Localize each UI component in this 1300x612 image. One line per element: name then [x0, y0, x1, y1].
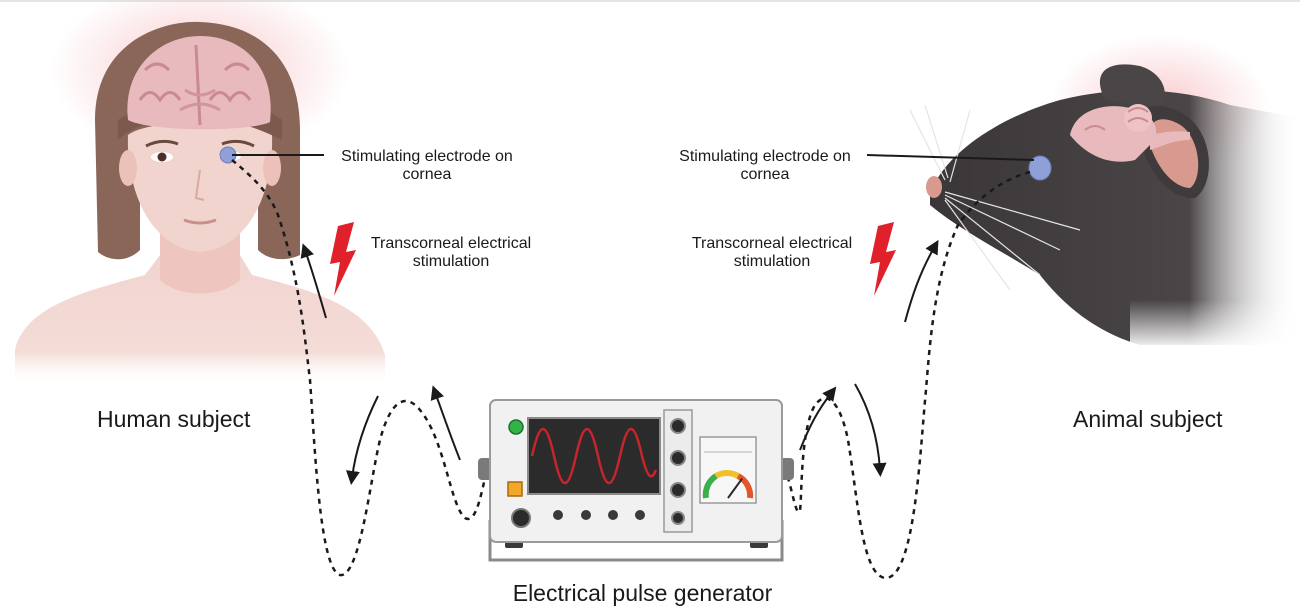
animal-stimulation-label: Transcorneal electrical stimulation [677, 235, 867, 272]
gauge-needle [727, 478, 743, 499]
arrow-human-up [300, 243, 327, 319]
human-electrode-label: Stimulating electrode on cornea [327, 148, 527, 185]
animal-stimulation-label-line1: Transcorneal electrical [691, 235, 853, 252]
animal-electrode-label-line2: cornea [740, 166, 790, 184]
animal-electrode-label: Stimulating electrode on cornea [665, 148, 865, 185]
animal-lightning-icon [870, 222, 896, 296]
human-lightning-icon [330, 222, 356, 296]
arrow-animal-up [904, 239, 939, 323]
animal-subject-label: Animal subject [1073, 406, 1223, 432]
human-electrode-label-line2: cornea [402, 166, 452, 184]
gauge-icon [699, 436, 757, 504]
green-indicator-light [508, 419, 524, 435]
mouse-head-icon [909, 35, 1300, 350]
human-cable [231, 159, 487, 577]
pulse-generator-icon [478, 399, 794, 562]
animal-electrode-icon [1028, 155, 1052, 181]
generator-label: Electrical pulse generator [512, 580, 773, 606]
arrow-animal-right-down [854, 383, 887, 477]
animal-stimulation-label-line2: stimulation [733, 253, 811, 271]
sine-wave [530, 428, 658, 484]
arrow-human-left-down [345, 395, 379, 485]
human-stimulation-label-line2: stimulation [412, 253, 490, 271]
human-head-icon [15, 0, 385, 385]
human-stimulation-label: Transcorneal electrical stimulation [356, 235, 546, 272]
human-subject-label: Human subject [97, 406, 251, 432]
human-electrode-label-line1: Stimulating electrode on [341, 148, 513, 165]
oscilloscope-screen [527, 417, 661, 495]
arrow-animal-left-up [799, 386, 837, 451]
human-stimulation-label-line1: Transcorneal electrical [370, 235, 532, 252]
animal-cable [786, 170, 1031, 580]
arrow-human-right-up [430, 385, 461, 461]
orange-button-icon [507, 481, 523, 497]
animal-electrode-leader-line [866, 154, 1035, 161]
animal-electrode-label-line1: Stimulating electrode on [679, 148, 851, 165]
